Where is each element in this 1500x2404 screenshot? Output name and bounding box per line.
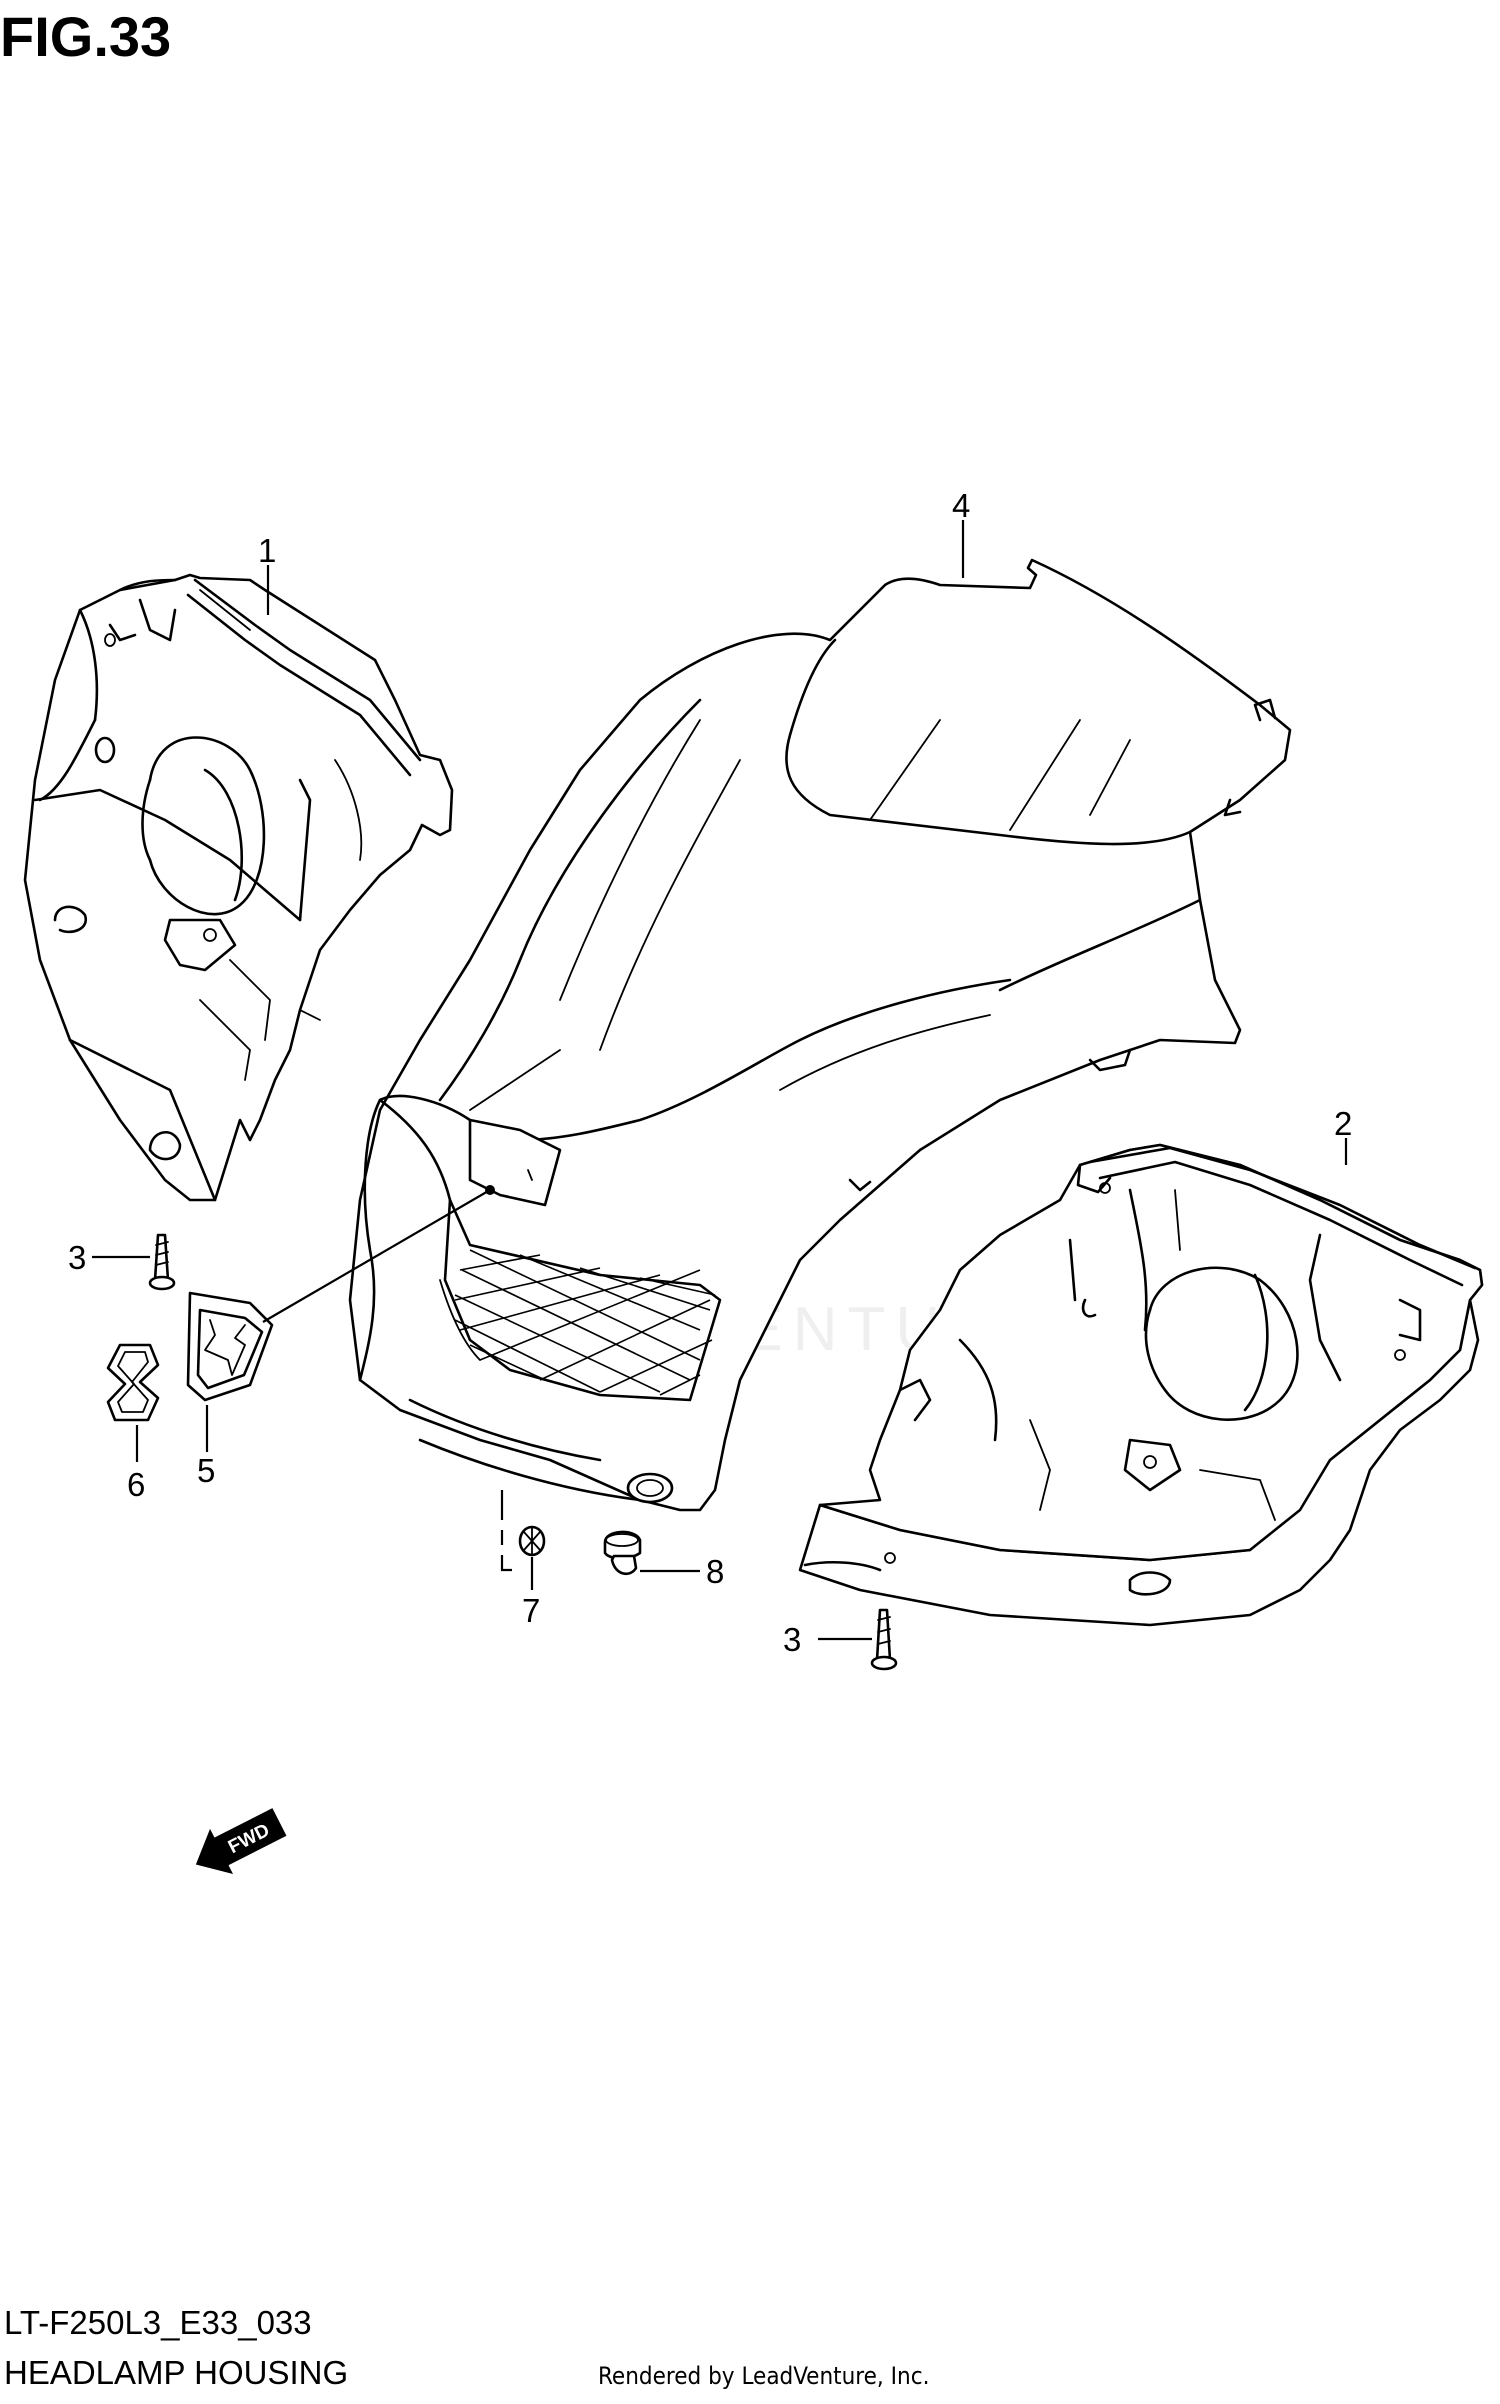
emblem-part-6 (106, 1343, 160, 1422)
headlamp-housing-right-part-2 (798, 1143, 1484, 1627)
emblem-plate-part-5 (186, 1291, 274, 1402)
render-credit: Rendered by LeadVenture, Inc. (598, 2362, 930, 2390)
callout-8: 8 (706, 1553, 724, 1590)
callout-3-right: 3 (783, 1621, 801, 1658)
front-cover-part-4 (348, 558, 1292, 1512)
fwd-arrow-icon (195, 1808, 287, 1874)
callout-7: 7 (522, 1592, 540, 1629)
callout-2: 2 (1334, 1105, 1352, 1142)
clip-part-8 (603, 1530, 642, 1576)
callout-4: 4 (952, 487, 970, 524)
fwd-direction-marker: FWD (195, 1808, 287, 1874)
headlamp-housing-left-part-1 (23, 573, 454, 1202)
callout-3-left: 3 (68, 1239, 86, 1276)
model-code: LT-F250L3_E33_033 (4, 2304, 312, 2341)
callout-6: 6 (127, 1466, 145, 1503)
nut-part-7 (518, 1525, 546, 1557)
section-name: HEADLAMP HOUSING (4, 2354, 349, 2391)
screw-left-part-3 (148, 1233, 176, 1291)
screw-right-part-3 (870, 1608, 898, 1671)
callout-1: 1 (258, 532, 276, 569)
leader-lines (92, 520, 1348, 1641)
figure-title: FIG.33 (0, 5, 172, 68)
callout-labels: 1 2 3 3 4 5 6 7 8 (68, 487, 1352, 1658)
callout-5: 5 (197, 1452, 215, 1489)
